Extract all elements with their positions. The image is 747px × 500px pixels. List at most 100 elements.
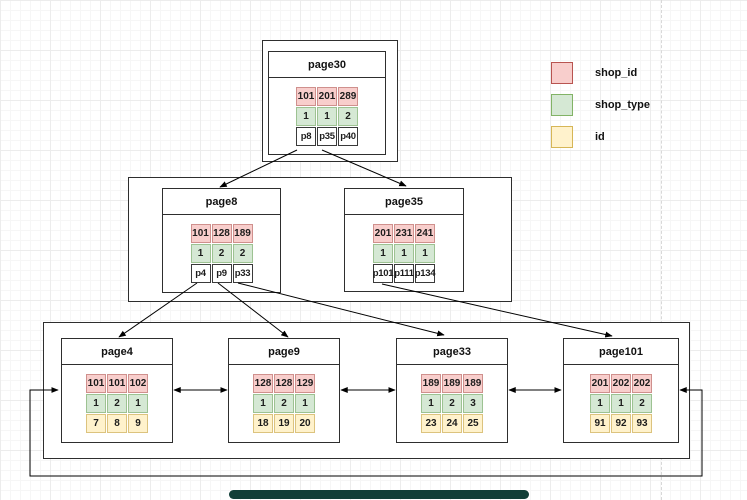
home-indicator[interactable] <box>229 490 529 499</box>
pointer-cell: p40 <box>338 126 358 146</box>
shop_id-cell: 201 <box>590 374 610 393</box>
pointer-cell: p111 <box>394 263 414 283</box>
shop_type-cell: 2 <box>211 244 232 263</box>
legend-label: id <box>595 131 605 143</box>
shop_type-cell: 1 <box>590 394 610 413</box>
shop_id-cell: 189 <box>421 374 441 393</box>
shop_id-cell: 231 <box>394 223 414 243</box>
legend-item-shop-type: shop_type <box>551 94 650 116</box>
shop_id-cell: 202 <box>632 374 652 393</box>
pointer-cell: p33 <box>232 264 253 283</box>
shop_type-cell: 3 <box>463 394 483 413</box>
pointer-cell: p35 <box>317 126 337 146</box>
shop_id-cell: 189 <box>463 374 483 393</box>
shop_type-cell: 1 <box>295 394 315 413</box>
legend-label: shop_type <box>595 99 651 111</box>
pointer-cell: p9 <box>211 264 232 283</box>
shop-type-swatch-icon <box>551 94 573 116</box>
shop_id-cell: 129 <box>295 374 315 393</box>
page101-title: page101 <box>564 339 678 365</box>
shop_id-cell: 189 <box>232 224 253 243</box>
page30-title: page30 <box>269 52 385 78</box>
page9-title: page9 <box>229 339 339 365</box>
page8-title: page8 <box>163 189 280 215</box>
shop_type-cell: 2 <box>107 394 127 413</box>
shop_id-cell: 128 <box>274 374 294 393</box>
id-cell: 25 <box>463 414 483 433</box>
shop_id-cell: 241 <box>415 223 435 243</box>
shop_type-cell: 1 <box>415 243 435 263</box>
shop_id-cell: 101 <box>86 374 106 393</box>
shop_id-cell: 202 <box>611 374 631 393</box>
shop_id-cell: 128 <box>211 224 232 243</box>
shop_type-cell: 1 <box>86 394 106 413</box>
shop_type-cell: 1 <box>317 106 337 126</box>
id-cell: 91 <box>590 414 610 433</box>
id-cell: 9 <box>128 414 148 433</box>
legend-label: shop_id <box>595 67 638 79</box>
shop_type-cell: 2 <box>442 394 462 413</box>
shop_type-cell: 1 <box>421 394 441 413</box>
page-boundary-guide <box>661 0 662 500</box>
shop_type-cell: 1 <box>611 394 631 413</box>
id-cell: 92 <box>611 414 631 433</box>
shop_id-cell: 101 <box>296 86 316 106</box>
shop_id-cell: 201 <box>373 223 393 243</box>
page33-title: page33 <box>397 339 507 365</box>
shop-id-swatch-icon <box>551 62 573 84</box>
shop_type-cell: 1 <box>253 394 273 413</box>
id-cell: 23 <box>421 414 441 433</box>
id-cell: 18 <box>253 414 273 433</box>
shop_id-cell: 201 <box>317 86 337 106</box>
shop_type-cell: 2 <box>338 106 358 126</box>
shop_id-cell: 102 <box>128 374 148 393</box>
page35-title: page35 <box>345 189 463 215</box>
id-cell: 19 <box>274 414 294 433</box>
shop_id-cell: 189 <box>442 374 462 393</box>
shop_type-cell: 2 <box>632 394 652 413</box>
pointer-cell: p134 <box>415 263 436 283</box>
id-cell: 7 <box>86 414 106 433</box>
pointer-cell: p101 <box>373 263 394 283</box>
shop_type-cell: 2 <box>274 394 294 413</box>
legend-item-shop-id: shop_id <box>551 62 650 84</box>
shop_type-cell: 1 <box>190 244 211 263</box>
shop_id-cell: 289 <box>338 86 358 106</box>
